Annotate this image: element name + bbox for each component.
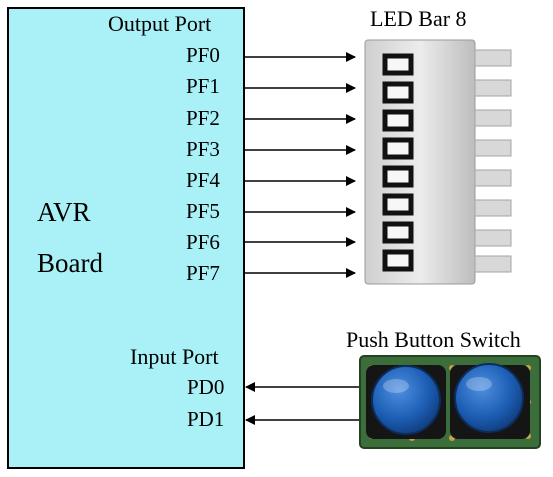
pin-label-pf7: PF7	[186, 261, 220, 285]
led-segment	[382, 53, 414, 76]
pin-label-pf3: PF3	[186, 137, 220, 161]
pin-label-pf5: PF5	[186, 199, 220, 223]
push-button-1	[371, 365, 441, 435]
led-bar-image	[364, 39, 512, 285]
board-name-line2: Board	[37, 248, 103, 278]
output-port-label: Output Port	[108, 11, 212, 36]
input-port-label: Input Port	[130, 344, 219, 369]
led-segments	[382, 53, 414, 272]
avr-board	[7, 7, 245, 469]
pin-label-pf0: PF0	[186, 43, 220, 67]
pin-label-pf2: PF2	[186, 106, 220, 130]
led-segment	[382, 137, 414, 160]
pin-label-pd0: PD0	[187, 375, 225, 399]
led-segment	[382, 81, 414, 104]
push-button-image	[359, 355, 541, 449]
pin-label-pf1: PF1	[186, 74, 220, 98]
led-segment	[382, 165, 414, 188]
led-bar-title: LED Bar 8	[370, 6, 467, 31]
board-name-line1: AVR	[37, 197, 91, 227]
led-segment	[382, 193, 414, 216]
pin-label-pf4: PF4	[186, 168, 220, 192]
push-button-title: Push Button Switch	[346, 327, 521, 352]
pin-label-pd1: PD1	[187, 407, 225, 431]
led-segment	[382, 221, 414, 244]
pin-label-pf6: PF6	[186, 230, 220, 254]
push-button-2	[454, 363, 524, 433]
led-segment	[382, 109, 414, 132]
led-segment	[382, 249, 414, 272]
